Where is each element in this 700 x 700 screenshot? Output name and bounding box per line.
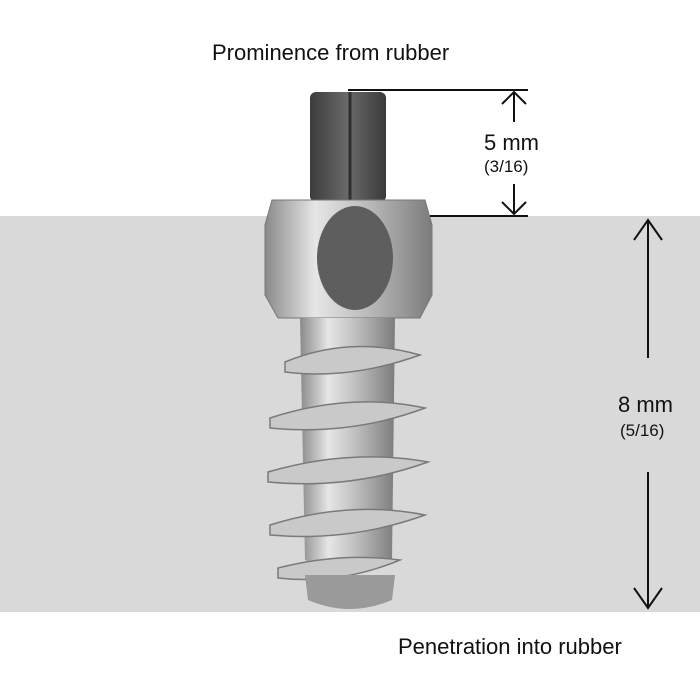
- screw-shank: [300, 318, 395, 570]
- stud-tip: [305, 575, 395, 609]
- screw-threads: [267, 345, 431, 581]
- prominence-title: Prominence from rubber: [212, 40, 450, 65]
- prominence-value: 5 mm: [484, 130, 539, 155]
- prominence-dimension: [348, 89, 528, 217]
- penetration-title: Penetration into rubber: [398, 634, 622, 659]
- carbide-pin: [310, 92, 386, 202]
- penetration-value: 8 mm: [618, 392, 673, 417]
- penetration-dimension: [633, 218, 663, 610]
- penetration-fraction: (5/16): [620, 421, 665, 440]
- prominence-fraction: (3/16): [484, 157, 529, 176]
